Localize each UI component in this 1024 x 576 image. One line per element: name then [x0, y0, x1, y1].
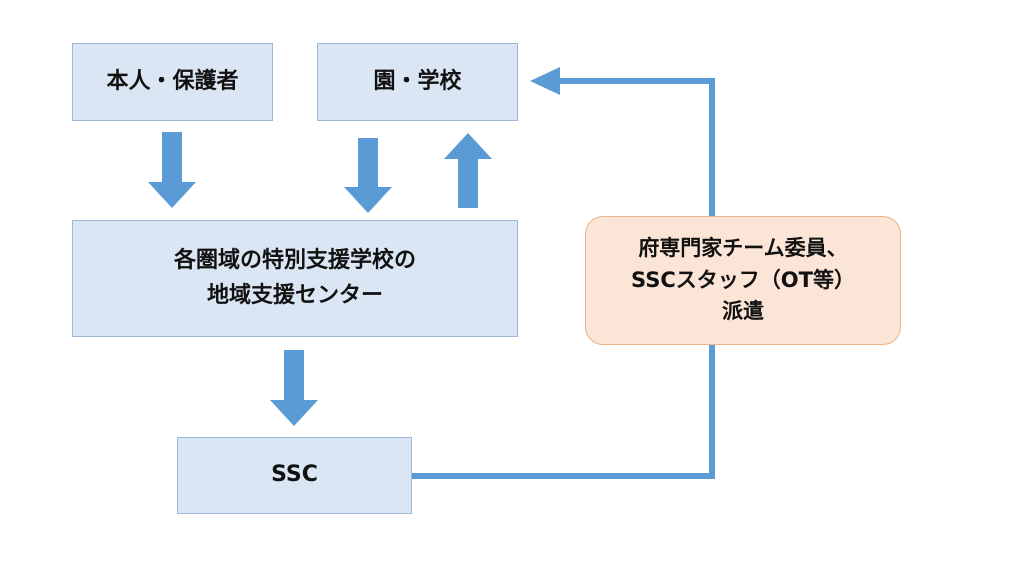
node-support-center-line1: 各圏域の特別支援学校の — [173, 248, 416, 274]
node-support-center: 各圏域の特別支援学校の 地域支援センター — [72, 220, 518, 337]
arrow-school-to-center — [344, 138, 392, 213]
node-person-guardian-label: 本人・保護者 — [106, 68, 239, 94]
node-dispatch-line1: 府専門家チーム委員、 — [638, 236, 848, 261]
node-dispatch-line2: SSCスタッフ（OT等） — [631, 267, 855, 292]
node-support-center-line2: 地域支援センター — [206, 282, 383, 308]
arrow-center-to-ssc — [270, 350, 318, 426]
elbow-arrowhead — [530, 67, 560, 95]
node-dispatch-line3: 派遣 — [722, 299, 764, 324]
node-dispatch: 府専門家チーム委員、 SSCスタッフ（OT等） 派遣 — [585, 216, 901, 345]
node-person-guardian: 本人・保護者 — [72, 43, 273, 121]
node-ssc: SSC — [177, 437, 412, 514]
node-kindergarten-school-label: 園・学校 — [373, 68, 462, 94]
arrow-center-to-school — [444, 133, 492, 208]
arrow-person-to-center — [148, 132, 196, 208]
node-ssc-label: SSC — [271, 462, 318, 488]
node-kindergarten-school: 園・学校 — [317, 43, 518, 121]
